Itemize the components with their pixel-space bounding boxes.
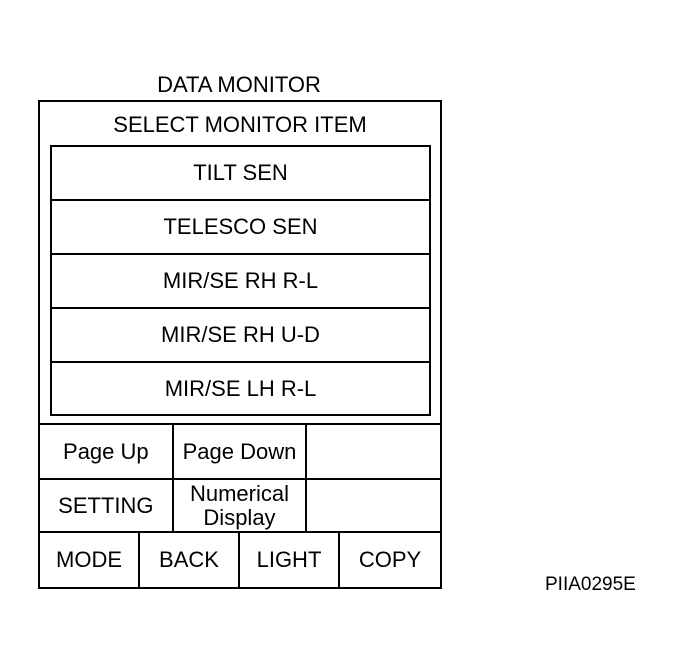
button-row-2: SETTING Numerical Display bbox=[40, 480, 440, 533]
blank-button-cell bbox=[307, 480, 440, 531]
numerical-display-label-line2: Display bbox=[203, 504, 276, 530]
monitor-item-telesco-sen[interactable]: TELESCO SEN bbox=[52, 201, 429, 255]
monitor-item-mir-se-rh-u-d[interactable]: MIR/SE RH U-D bbox=[52, 309, 429, 363]
back-button[interactable]: BACK bbox=[140, 533, 240, 587]
data-monitor-screen: SELECT MONITOR ITEM TILT SEN TELESCO SEN… bbox=[38, 100, 442, 589]
numerical-display-label-line1: Numerical bbox=[189, 480, 290, 506]
monitor-item-mir-se-rh-r-l[interactable]: MIR/SE RH R-L bbox=[52, 255, 429, 309]
button-row-1: Page Up Page Down bbox=[40, 425, 440, 480]
page-up-button[interactable]: Page Up bbox=[40, 425, 174, 478]
select-monitor-item-heading: SELECT MONITOR ITEM bbox=[113, 112, 367, 137]
light-button[interactable]: LIGHT bbox=[240, 533, 340, 587]
mode-button[interactable]: MODE bbox=[40, 533, 140, 587]
numerical-display-button[interactable]: Numerical Display bbox=[174, 480, 308, 531]
copy-button[interactable]: COPY bbox=[358, 547, 422, 572]
screen-title: DATA MONITOR bbox=[157, 72, 321, 97]
page-down-button[interactable]: Page Down bbox=[174, 425, 308, 478]
control-button-grid: Page Up Page Down SETTING Numerical Disp… bbox=[40, 423, 440, 587]
setting-button[interactable]: SETTING bbox=[40, 480, 174, 531]
button-row-3: MODE BACK LIGHT COPY bbox=[40, 533, 440, 587]
monitor-item-mir-se-lh-r-l[interactable]: MIR/SE LH R-L bbox=[164, 376, 317, 401]
monitor-item-list: TILT SEN TELESCO SEN MIR/SE RH R-L MIR/S… bbox=[50, 145, 431, 416]
monitor-item-tilt-sen[interactable]: TILT SEN bbox=[52, 147, 429, 201]
blank-button-cell bbox=[307, 425, 440, 478]
figure-code: PIIA0295E bbox=[545, 574, 636, 595]
